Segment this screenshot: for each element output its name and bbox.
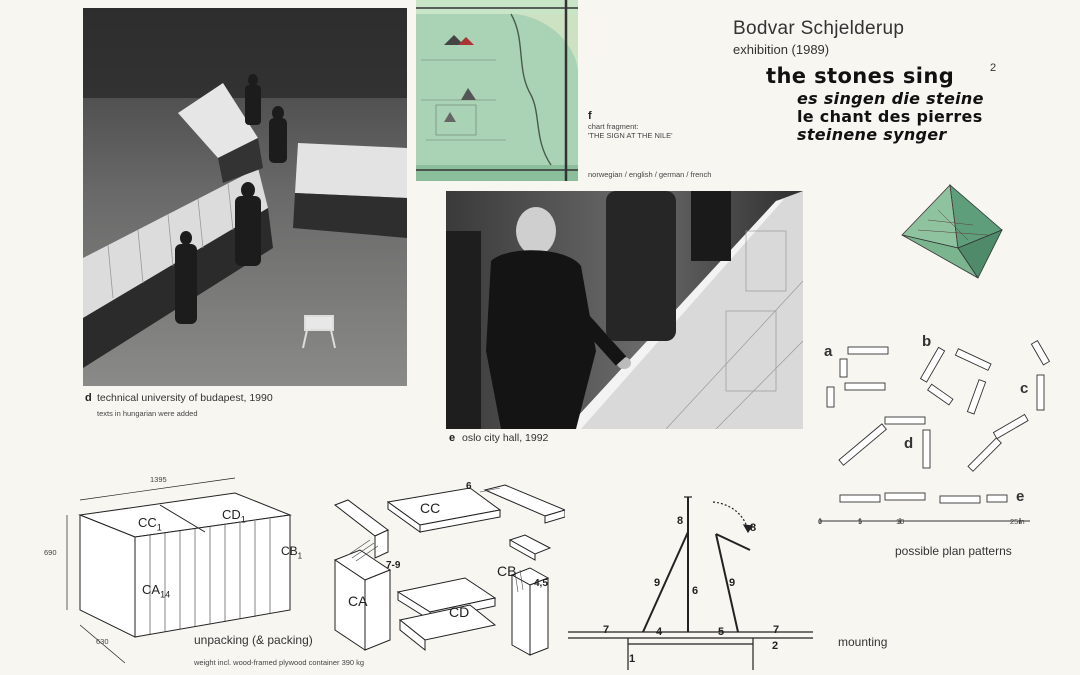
caption-f-line2: 'THE SIGN AT THE NILE' <box>588 131 673 140</box>
caption-f-letter: f <box>588 110 592 122</box>
part-label-cb: CB <box>497 563 517 579</box>
mount-label-1: 1 <box>629 653 636 665</box>
caption-d-text: technical university of budapest, 1990 <box>97 392 273 404</box>
crate-label-cb1: CB1 <box>281 544 303 561</box>
title-author: Bodvar Schjelderup <box>733 18 905 39</box>
plan-label-e: e <box>1016 488 1025 505</box>
scale-tick-5: 5 <box>858 517 863 526</box>
part-label-6: 6 <box>466 481 472 492</box>
scale-tick-0: 0 <box>818 517 823 526</box>
title-french: le chant des pierres <box>797 107 983 126</box>
plan-label-c: c <box>1020 380 1029 397</box>
photo-chart-fragment <box>416 0 578 181</box>
mount-label-8-left: 8 <box>677 515 684 527</box>
scale-tick-25m: 25m <box>1010 517 1025 526</box>
scale-tick-10: 10 <box>896 517 905 526</box>
plan-label-d: d <box>904 435 914 452</box>
crate-label-cc1: CC1 <box>138 515 162 533</box>
caption-f-line1: chart fragment: <box>588 122 639 131</box>
mount-label-5: 5 <box>718 626 725 638</box>
photo-oslo <box>446 191 803 429</box>
photo-budapest <box>83 8 407 386</box>
dim-left: 690 <box>44 548 57 557</box>
part-label-cc: CC <box>420 500 441 516</box>
mount-label-9-right: 9 <box>729 577 736 589</box>
title-german: es singen die steine <box>797 89 984 108</box>
caption-d-note: texts in hungarian were added <box>97 409 198 418</box>
mounting-caption: mounting <box>838 635 888 649</box>
plan-label-b: b <box>922 333 932 350</box>
unpacking-weight-note: weight incl. wood-framed plywood contain… <box>194 658 365 667</box>
caption-e-letter: e <box>449 432 456 444</box>
caption-e-text: oslo city hall, 1992 <box>462 432 549 444</box>
plan-label-a: a <box>824 343 833 360</box>
mount-label-8-right: 8 <box>750 522 757 534</box>
mount-label-2: 2 <box>772 640 779 652</box>
caption-d-letter: d <box>85 392 92 404</box>
mount-label-7-left: 7 <box>603 624 610 636</box>
title-exhibition: exhibition (1989) <box>733 42 830 57</box>
dim-bottom: 630 <box>96 637 109 646</box>
title-superscript: 2 <box>990 62 997 74</box>
part-label-7-9: 7-9 <box>386 560 401 571</box>
crate-label-cd1: CD1 <box>222 507 246 525</box>
unpacking-caption: unpacking (& packing) <box>194 633 313 647</box>
crate-label-ca14: CA14 <box>142 582 171 600</box>
dim-top: 1395 <box>150 475 167 484</box>
part-label-4-5: 4,5 <box>534 578 548 589</box>
crate-drawing <box>55 475 305 670</box>
mount-label-7-right: 7 <box>773 624 780 636</box>
caption-languages: norwegian / english / german / french <box>588 170 712 179</box>
part-label-cd: CD <box>449 604 470 620</box>
title-main: the stones sing <box>766 64 955 88</box>
mount-label-6: 6 <box>692 585 699 597</box>
plan-patterns-diagram <box>815 335 1065 535</box>
pyramid-illustration <box>898 180 1008 280</box>
mount-label-9-left: 9 <box>654 577 661 589</box>
exploded-parts-drawing <box>330 480 567 670</box>
part-label-ca: CA <box>348 593 368 609</box>
plan-caption: possible plan patterns <box>895 544 1012 558</box>
title-norwegian: steinene synger <box>797 125 947 144</box>
mounting-drawing <box>568 492 813 670</box>
mount-label-4: 4 <box>656 626 663 638</box>
